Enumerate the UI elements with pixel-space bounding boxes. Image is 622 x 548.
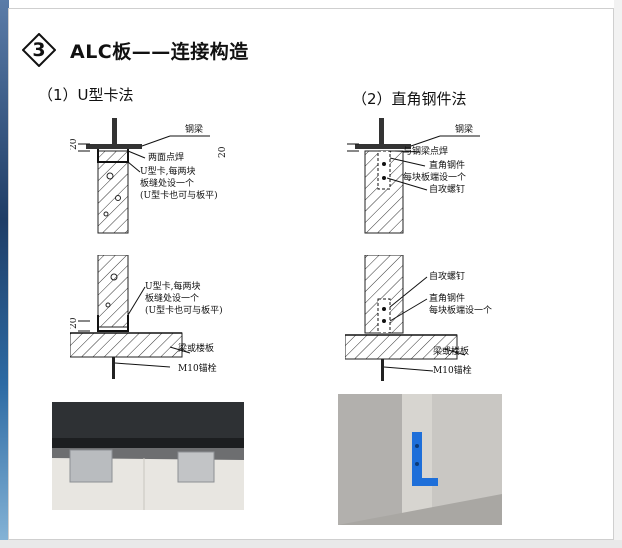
bottom-strip <box>0 540 622 548</box>
label-m10-anchor: M10锚栓 <box>178 362 217 374</box>
diamond-icon <box>22 33 56 67</box>
section-number: 3 <box>32 39 46 61</box>
label-u-clip-2: U型卡,每两块 <box>145 280 200 292</box>
u-clip-bottom-diagram: 20 U型卡,每两块 板缝处设一个 (U型卡也可与板平) 梁或楼板 M10锚栓 <box>70 255 223 379</box>
left-background-strip <box>0 0 9 548</box>
label-angle-steel-2: 直角钢件 <box>429 292 465 304</box>
section-heading: 3 ALC板——连接构造 <box>22 30 249 70</box>
label-u-flush-2: (U型卡也可与板平) <box>145 304 223 316</box>
label-weld-both: 两面点焊 <box>148 151 184 163</box>
label-steel-beam: 钢梁 <box>185 123 203 135</box>
diamond-number-badge: 3 <box>22 33 56 67</box>
dim-20-angle: 20 <box>345 138 348 150</box>
dim-20-right: 20 <box>218 146 228 158</box>
method-1-label: （1）U型卡法 <box>38 86 134 104</box>
section-title: ALC板——连接构造 <box>70 40 249 63</box>
dim-20-bottom: 20 <box>70 317 79 329</box>
label-beam-or-slab-2: 梁或楼板 <box>433 345 469 357</box>
label-per-panel-end: 每块板端设一个 <box>403 171 466 183</box>
angle-bracket-shape <box>412 432 422 478</box>
label-m10-anchor-2: M10锚栓 <box>433 364 472 376</box>
u-clip-top-diagram: 20 20 钢梁 两面点焊 U型卡,每两块 板缝处设一个 (U型卡也可与板平) <box>70 118 228 234</box>
label-u-flush: (U型卡也可与板平) <box>140 189 218 201</box>
label-weld-beam: 与钢梁点焊 <box>403 145 448 157</box>
label-steel-beam-2: 钢梁 <box>455 123 473 135</box>
u-clip-photo <box>52 402 244 510</box>
right-scroll-strip <box>614 0 622 548</box>
angle-top-diagram: 20 钢梁 与钢梁点焊 直角钢件 每块板端设一个 自攻螺钉 <box>345 118 480 234</box>
label-self-tap-screw: 自攻螺钉 <box>429 183 465 195</box>
label-self-tap-screw-2: 自攻螺钉 <box>429 270 465 282</box>
label-per-joint-2: 板缝处设一个 <box>145 292 199 304</box>
label-beam-or-slab: 梁或楼板 <box>178 342 214 354</box>
label-angle-steel: 直角钢件 <box>429 159 465 171</box>
dim-20-left: 20 <box>70 138 79 150</box>
label-per-panel-end-2: 每块板端设一个 <box>429 304 492 316</box>
label-u-clip: U型卡,每两块 <box>140 165 195 177</box>
angle-bottom-diagram: 自攻螺钉 直角钢件 每块板端设一个 梁或楼板 M10锚栓 <box>345 255 492 381</box>
label-per-joint: 板缝处设一个 <box>140 177 194 189</box>
angle-bracket-photo <box>338 394 502 525</box>
method-2-label: （2）直角钢件法 <box>352 90 467 108</box>
slide-frame <box>8 8 614 540</box>
